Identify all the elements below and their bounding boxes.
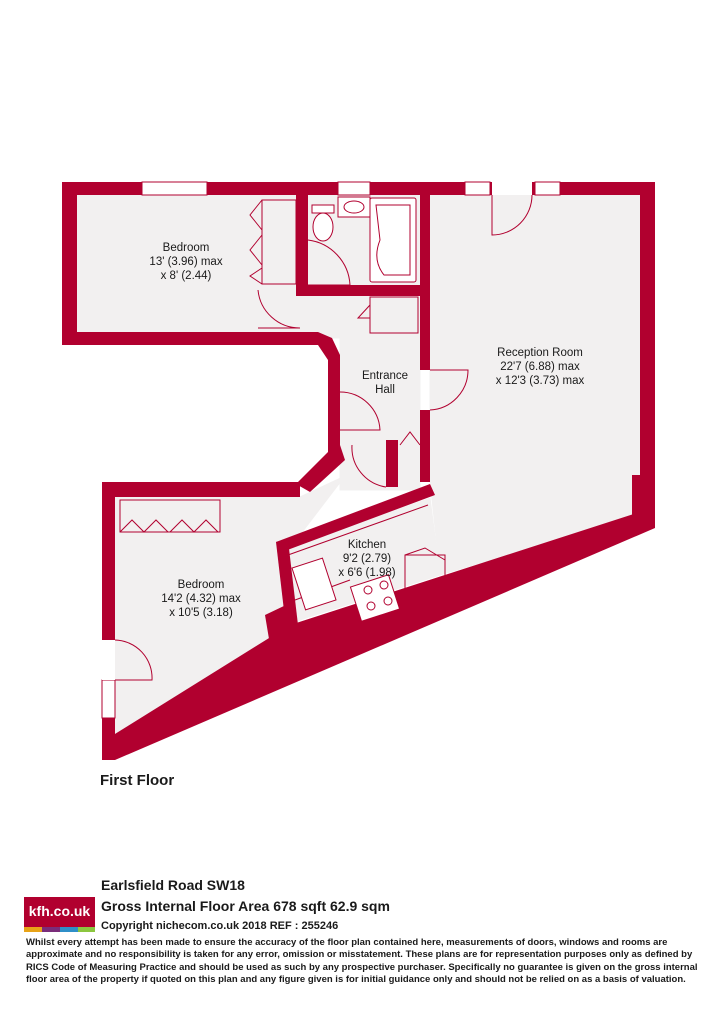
bathtub-inner (375, 204, 411, 276)
windows (101, 181, 561, 719)
logo-bar-4 (78, 927, 95, 932)
bedroom2-dim2: x 10'5 (3.18) (169, 607, 233, 619)
window-bath (337, 181, 371, 196)
door-bed2 (114, 639, 153, 681)
reception-dim2: x 12'3 (3.73) max (496, 375, 585, 387)
logo-bar-2 (42, 927, 60, 932)
hob-ring-1 (363, 585, 373, 595)
bedroom1-name: Bedroom (163, 242, 210, 254)
bedroom2-dim1: 14'2 (4.32) max (161, 593, 241, 605)
window-bed1 (141, 181, 208, 196)
door-reception-entry (491, 194, 533, 236)
kitchen-dim2: x 6'6 (1.98) (338, 567, 395, 579)
hall-name: Entrance (362, 370, 408, 382)
kitchen-cupboard (404, 554, 446, 601)
bedroom2-name: Bedroom (178, 579, 225, 591)
hall-dim1: Hall (375, 384, 395, 396)
kitchen-top-wall (276, 484, 435, 552)
copyright: Copyright nichecom.co.uk 2018 REF : 2552… (101, 920, 339, 932)
basin-bowl (343, 200, 365, 214)
floor-area: Gross Internal Floor Area 678 sqft 62.9 … (101, 898, 390, 914)
outer-wall-mid-horizontal (62, 332, 318, 345)
door-cupboard-hall (399, 431, 421, 446)
logo-text: kfh.co.uk (28, 903, 91, 919)
door-gap-reception (492, 182, 532, 195)
hall-cupboard (369, 296, 419, 334)
hob-ring-2 (379, 580, 389, 590)
bedroom2-top-wall (102, 482, 300, 497)
hall-cupboard-doors (356, 304, 371, 319)
reception-cupboard (632, 475, 640, 515)
kitchen-fixtures (287, 504, 429, 622)
bath-bottom-wall (296, 285, 420, 296)
bed1-wardrobe-doors (249, 199, 263, 285)
window-reception-2 (534, 181, 561, 196)
reception-left-wall-bottom (420, 410, 430, 482)
bed1-wardrobe (261, 199, 297, 285)
hob-ring-4 (383, 596, 393, 606)
bed1-right-wall (296, 195, 308, 290)
toilet-bowl (312, 212, 334, 242)
bed2-wardrobe-doors (119, 519, 219, 533)
logo-bar-1 (24, 927, 42, 932)
kitchen-dim1: 9'2 (2.79) (343, 553, 391, 565)
door-gap-bed2 (102, 640, 115, 680)
outer-wall-diagonal-bottom (102, 512, 655, 760)
kitchen-name: Kitchen (348, 539, 386, 551)
bedroom1-dim2: x 8' (2.44) (161, 270, 212, 282)
window-reception-1 (464, 181, 491, 196)
hall-cupboard-wall (386, 440, 398, 487)
doors (114, 194, 533, 681)
floor-label: First Floor (100, 772, 175, 789)
bedroom1-dim1: 13' (3.96) max (149, 256, 222, 268)
kitchen-corner-block (265, 605, 298, 645)
door-bed1 (257, 289, 301, 329)
hob-ring-3 (366, 601, 376, 611)
logo-bar-3 (60, 927, 78, 932)
reception-dim1: 22'7 (6.88) max (500, 361, 580, 373)
angled-wall (296, 332, 345, 492)
reception-name: Reception Room (497, 347, 583, 359)
door-hall-left (339, 391, 381, 431)
kitchen-cupboard-door (404, 547, 446, 561)
reception-left-wall-top (420, 195, 430, 370)
outer-wall-left-top (62, 182, 77, 345)
kitchen-left-wall (276, 540, 298, 628)
toilet-cistern (311, 204, 335, 214)
wardrobes (119, 199, 446, 601)
disclaimer: Whilst every attempt has been made to en… (26, 937, 698, 985)
bathroom-fixtures (311, 196, 417, 283)
door-hall-bottom (351, 444, 387, 488)
sink (291, 557, 337, 611)
bathtub (369, 197, 417, 283)
outer-wall-right (640, 182, 655, 525)
window-bed2 (101, 679, 116, 719)
door-bath (307, 239, 351, 286)
walls (62, 182, 655, 760)
property-address: Earlsfield Road SW18 (101, 877, 245, 893)
door-reception-hall (429, 369, 469, 411)
kfh-logo[interactable]: kfh.co.uk (24, 897, 95, 932)
room-labels: Bedroom 13' (3.96) max x 8' (2.44) Recep… (149, 242, 584, 619)
